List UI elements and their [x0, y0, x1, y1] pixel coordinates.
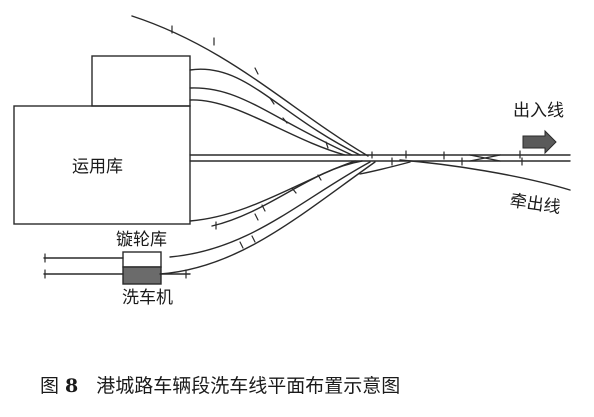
shunting-track [399, 159, 571, 191]
entry-exit-label: 出入线 [513, 101, 564, 121]
wheel-lathe-building [122, 251, 162, 268]
caption-number: 8 [65, 375, 79, 397]
washer-label: 洗车机 [122, 288, 173, 308]
wheel-lathe-label: 镟轮库 [116, 230, 167, 250]
depot-upper-wing [91, 55, 191, 107]
fan-track-7 [169, 161, 371, 258]
caption-text: 港城路车辆段洗车线平面布置示意图 [96, 375, 401, 397]
washer-machine [122, 266, 162, 285]
depot-label: 运用库 [72, 157, 123, 177]
caption-prefix: 图 [40, 375, 60, 397]
fan-track-3 [189, 87, 353, 156]
crossover-b [469, 154, 501, 162]
right-arrow-icon [522, 129, 557, 155]
fan-track-4 [189, 99, 346, 156]
fan-track-6 [211, 160, 363, 227]
shunting-track-link [359, 161, 411, 175]
track-ticks [44, 25, 523, 279]
fan-track-top [131, 15, 369, 157]
fan-track-2 [189, 68, 361, 156]
fan-track-8 [159, 161, 376, 275]
